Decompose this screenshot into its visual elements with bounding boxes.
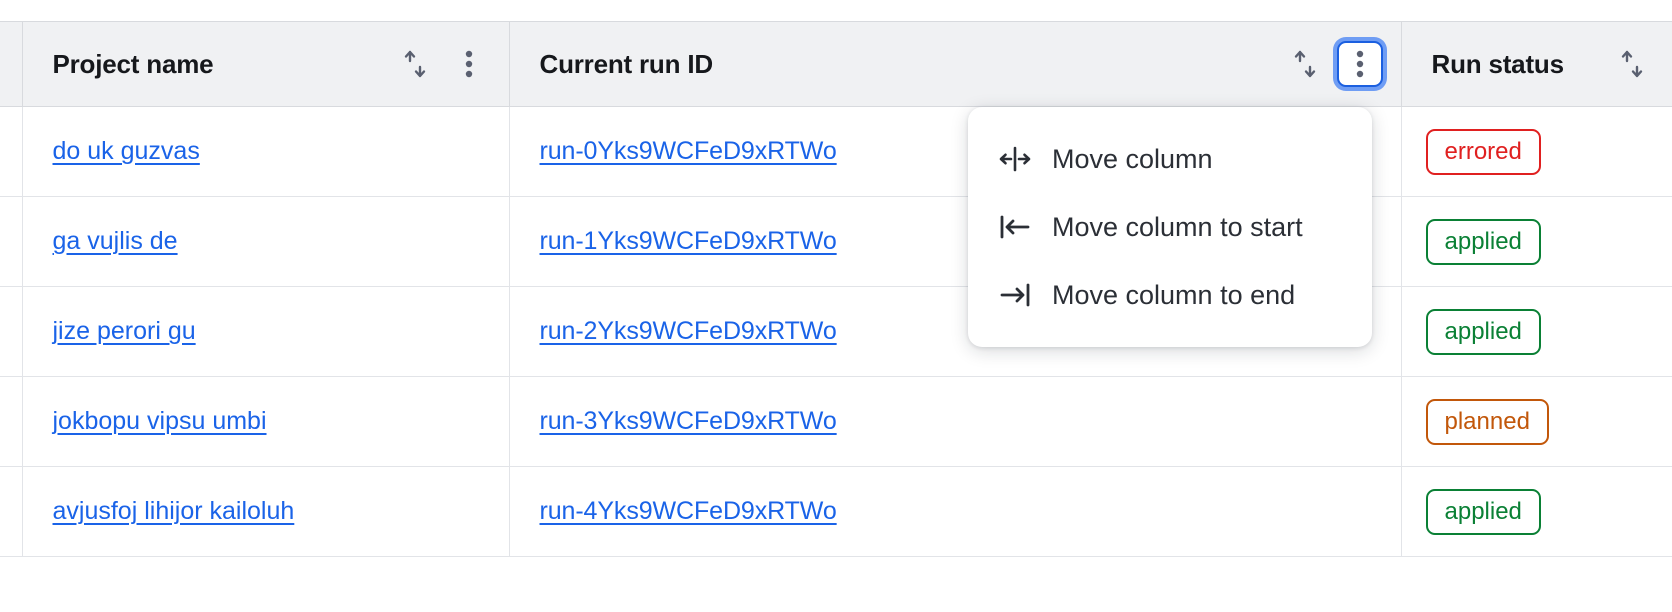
project-name-link[interactable]: ga vujlis de: [52, 227, 178, 255]
sort-button-current-run-id[interactable]: [1283, 42, 1327, 86]
run-id-link[interactable]: run-1Yks9WCFeD9xRTWo: [539, 227, 837, 255]
cell-current-run-id: run-4Yks9WCFeD9xRTWo: [509, 466, 1402, 557]
row-gutter: [0, 376, 23, 467]
header-cell-run-status: Run status: [1401, 21, 1672, 107]
menu-item-label: Move column: [1052, 143, 1213, 174]
cell-project-name: jokbopu vipsu umbi: [22, 376, 510, 467]
project-name-link[interactable]: avjusfoj lihijor kailoluh: [52, 497, 295, 525]
move-column-to-end-icon: [998, 278, 1032, 312]
projects-table: Project name: [0, 21, 1672, 557]
table-row: do uk guzvas run-0Yks9WCFeD9xRTWo errore…: [0, 106, 1672, 197]
sort-button-project-name[interactable]: [393, 42, 437, 86]
cell-project-name: jize perori gu: [22, 286, 510, 377]
sort-button-run-status[interactable]: [1610, 42, 1654, 86]
table-body: do uk guzvas run-0Yks9WCFeD9xRTWo errore…: [0, 106, 1672, 557]
project-name-link[interactable]: do uk guzvas: [52, 137, 200, 165]
cell-run-status: applied: [1401, 196, 1672, 287]
header-label-project-name: Project name: [52, 48, 214, 79]
run-id-link[interactable]: run-3Yks9WCFeD9xRTWo: [539, 407, 837, 435]
status-badge: errored: [1425, 128, 1541, 175]
kebab-menu-icon: [1356, 50, 1364, 78]
status-badge: applied: [1425, 218, 1541, 265]
table-row: avjusfoj lihijor kailoluh run-4Yks9WCFeD…: [0, 466, 1672, 557]
column-menu-button-project-name[interactable]: [447, 42, 491, 86]
cell-project-name: do uk guzvas: [22, 106, 510, 197]
header-cell-gutter: [0, 21, 23, 107]
run-id-link[interactable]: run-4Yks9WCFeD9xRTWo: [539, 497, 837, 525]
cell-run-status: applied: [1401, 466, 1672, 557]
row-gutter: [0, 466, 23, 557]
menu-item-move-column[interactable]: Move column: [968, 125, 1372, 193]
row-gutter: [0, 106, 23, 197]
cell-run-status: planned: [1401, 376, 1672, 467]
project-name-link[interactable]: jokbopu vipsu umbi: [52, 407, 267, 435]
status-badge: planned: [1425, 398, 1549, 445]
column-menu-button-current-run-id[interactable]: [1336, 41, 1383, 87]
status-badge: applied: [1425, 488, 1541, 535]
run-id-link[interactable]: run-0Yks9WCFeD9xRTWo: [539, 137, 837, 165]
sort-arrows-icon: [400, 48, 430, 80]
header-cell-project-name: Project name: [22, 21, 510, 107]
status-badge: applied: [1425, 308, 1541, 355]
menu-item-move-column-to-end[interactable]: Move column to end: [968, 261, 1372, 329]
run-id-link[interactable]: run-2Yks9WCFeD9xRTWo: [539, 317, 837, 345]
menu-item-label: Move column to end: [1052, 279, 1296, 310]
cell-run-status: applied: [1401, 286, 1672, 377]
move-column-icon: [998, 142, 1032, 176]
menu-item-label: Move column to start: [1052, 211, 1303, 242]
header-label-run-status: Run status: [1431, 48, 1565, 79]
kebab-menu-icon: [465, 50, 473, 78]
move-column-to-start-icon: [998, 210, 1032, 244]
table-row: ga vujlis de run-1Yks9WCFeD9xRTWo applie…: [0, 196, 1672, 287]
table-header: Project name: [0, 21, 1672, 107]
sort-arrows-icon: [1617, 48, 1647, 80]
sort-arrows-icon: [1290, 48, 1320, 80]
cell-current-run-id: run-3Yks9WCFeD9xRTWo: [509, 376, 1402, 467]
cell-project-name: ga vujlis de: [22, 196, 510, 287]
project-name-link[interactable]: jize perori gu: [52, 317, 196, 345]
projects-table-container: Project name: [0, 21, 1672, 557]
header-label-current-run-id: Current run ID: [539, 48, 714, 79]
table-row: jokbopu vipsu umbi run-3Yks9WCFeD9xRTWo …: [0, 376, 1672, 467]
cell-run-status: errored: [1401, 106, 1672, 197]
row-gutter: [0, 196, 23, 287]
table-header-row: Project name: [0, 21, 1672, 107]
column-context-menu: Move column Move column to start Move co…: [968, 107, 1372, 347]
cell-project-name: avjusfoj lihijor kailoluh: [22, 466, 510, 557]
table-row: jize perori gu run-2Yks9WCFeD9xRTWo appl…: [0, 286, 1672, 377]
menu-item-move-column-to-start[interactable]: Move column to start: [968, 193, 1372, 261]
row-gutter: [0, 286, 23, 377]
header-cell-current-run-id: Current run ID: [509, 21, 1402, 107]
